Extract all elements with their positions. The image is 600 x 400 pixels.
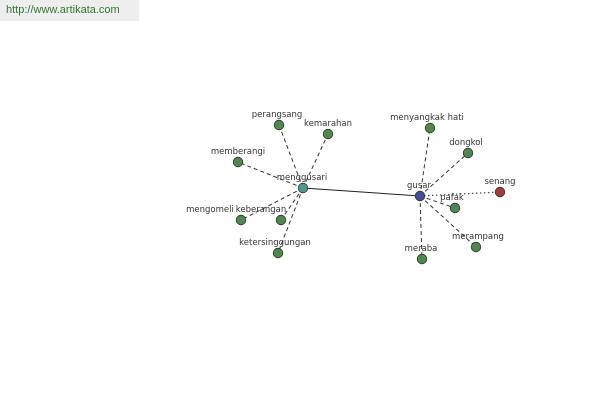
node-perangsang[interactable] bbox=[273, 119, 285, 131]
node-label-merampang: merampang bbox=[452, 232, 504, 242]
edge-menggusari-kemarahan bbox=[302, 133, 329, 189]
node-mengomeli[interactable] bbox=[235, 214, 247, 226]
node-label-mengomeli: mengomeli bbox=[186, 205, 234, 215]
node-keberangan[interactable] bbox=[275, 214, 287, 226]
node-memberangi[interactable] bbox=[232, 156, 244, 168]
edge-menggusari-keberangan bbox=[280, 187, 304, 221]
edge-gusar-dongkol bbox=[419, 152, 469, 197]
node-label-menyangkak-hati: menyangkak hati bbox=[390, 113, 464, 123]
node-label-keberangan: keberangan bbox=[236, 205, 287, 215]
node-label-dongkol: dongkol bbox=[449, 138, 483, 148]
watermark-url: http://www.artikata.com bbox=[0, 0, 139, 21]
node-label-senang: senang bbox=[484, 177, 515, 187]
node-menggusari[interactable] bbox=[297, 182, 309, 194]
node-label-perangsang: perangsang bbox=[252, 110, 303, 120]
edge-gusar-meraba bbox=[419, 195, 423, 260]
edge-gusar-pafak bbox=[419, 195, 456, 209]
node-senang[interactable] bbox=[494, 186, 506, 198]
node-label-gusar: gusar bbox=[407, 181, 431, 191]
node-label-meraba: meraba bbox=[405, 244, 438, 254]
node-gusar[interactable] bbox=[414, 190, 426, 202]
edge-menggusari-mengomeli bbox=[240, 187, 304, 221]
edge-gusar-merampang bbox=[419, 195, 477, 248]
node-meraba[interactable] bbox=[416, 253, 428, 265]
edges-layer bbox=[237, 124, 501, 260]
edge-gusar-menyangkak-hati bbox=[419, 127, 431, 197]
node-pafak[interactable] bbox=[449, 202, 461, 214]
node-label-kemarahan: kemarahan bbox=[304, 119, 352, 129]
node-label-ketersinggungan: ketersinggungan bbox=[239, 238, 311, 248]
node-label-pafak: pafak bbox=[440, 193, 464, 203]
edge-menggusari-gusar bbox=[302, 187, 421, 197]
nodes-layer bbox=[232, 119, 506, 265]
edge-gusar-senang bbox=[419, 191, 501, 197]
edge-menggusari-perangsang bbox=[278, 124, 304, 189]
edge-menggusari-ketersinggungan bbox=[277, 187, 304, 254]
node-ketersinggungan[interactable] bbox=[272, 247, 284, 259]
node-label-memberangi: memberangi bbox=[211, 147, 265, 157]
edge-menggusari-memberangi bbox=[237, 161, 304, 189]
node-dongkol[interactable] bbox=[462, 147, 474, 159]
node-merampang[interactable] bbox=[470, 241, 482, 253]
node-label-menggusari: menggusari bbox=[277, 173, 328, 183]
node-kemarahan[interactable] bbox=[322, 128, 334, 140]
node-menyangkak-hati[interactable] bbox=[424, 122, 436, 134]
